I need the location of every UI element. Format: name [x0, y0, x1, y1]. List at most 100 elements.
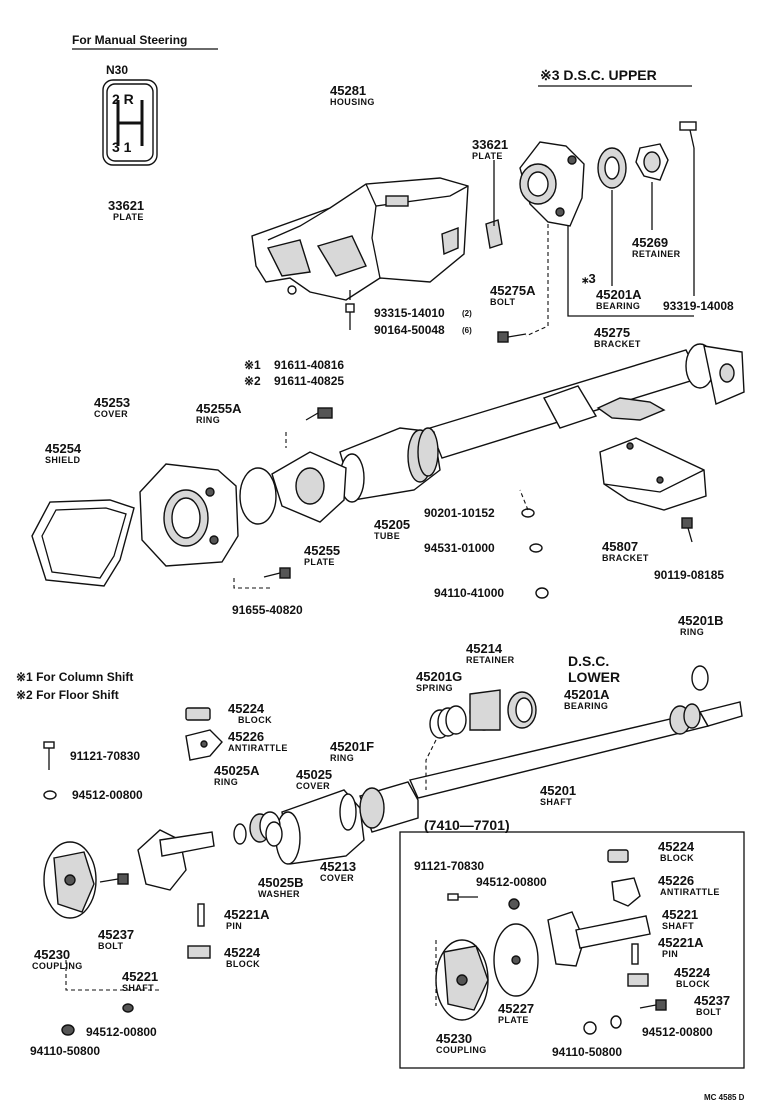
part-number: 94512-00800	[642, 1025, 713, 1039]
part-name: BLOCK	[238, 715, 272, 725]
shift-plate-row2: 3 1	[112, 139, 132, 155]
part-name: SHAFT	[662, 921, 694, 931]
leader-line	[65, 960, 160, 991]
part-number: 45275	[594, 325, 631, 340]
ring-45201b	[691, 665, 709, 691]
part-number: 94512-00800	[72, 788, 143, 802]
spring-45201g	[429, 705, 467, 739]
housing-45281	[251, 177, 469, 301]
part-number: 45253	[94, 395, 131, 410]
part-number: 33621	[108, 198, 145, 213]
part-number: 45224	[228, 701, 265, 716]
inset-pin	[631, 943, 639, 965]
inset-block	[607, 849, 629, 863]
part-number: 45214	[466, 641, 503, 656]
screw-91121	[43, 741, 55, 770]
part-number: 90119-08185	[654, 568, 725, 582]
part-number: 45224	[658, 839, 695, 854]
bolt-45237	[99, 873, 129, 885]
part-number: 94110-50800	[30, 1044, 101, 1058]
part-number: 93319-14008	[663, 299, 734, 313]
screw-91655	[263, 567, 291, 579]
inset-shaft	[547, 911, 651, 967]
leader-line	[567, 226, 694, 317]
heading-dsc-upper: ※3 D.S.C. UPPER	[540, 67, 657, 83]
part-number: 90164-50048	[374, 323, 445, 337]
part-name: PLATE	[498, 1015, 529, 1025]
part-mark: ※1	[244, 358, 261, 372]
part-number: 45281	[330, 83, 367, 98]
part-number: 91611-40825	[274, 374, 345, 388]
part-name: BEARING	[596, 301, 641, 311]
part-name: PLATE	[304, 557, 335, 567]
inset-bolt	[639, 999, 667, 1011]
block-45224-b	[187, 945, 211, 959]
part-number: 45807	[602, 539, 639, 554]
retainer-45214	[469, 689, 501, 731]
bolt-90119	[681, 517, 693, 543]
leader-line	[525, 224, 549, 337]
part-name: COVER	[320, 873, 355, 883]
retainer-45269	[635, 143, 669, 181]
cover-45253	[139, 463, 239, 567]
heading-dsc-lower-2: LOWER	[568, 669, 621, 685]
part-name: RING	[680, 627, 705, 637]
part-number: 45221A	[224, 907, 270, 922]
part-number: 45201	[540, 783, 577, 798]
part-name: RETAINER	[466, 655, 515, 665]
part-name: BLOCK	[676, 979, 710, 989]
pin-45221a	[197, 903, 205, 927]
bolt-45275a	[497, 331, 527, 343]
part-name: TUBE	[374, 531, 401, 541]
part-name: SHAFT	[122, 983, 154, 993]
part-number: 45254	[45, 441, 82, 456]
heading-dsc-lower: D.S.C.	[568, 653, 610, 669]
part-name: BRACKET	[594, 339, 641, 349]
bearing-45201a-upper	[597, 147, 627, 189]
leader-line	[425, 739, 437, 790]
part-name: BEARING	[564, 701, 609, 711]
column-tube-45205	[339, 343, 745, 503]
part-number: 94512-00800	[476, 875, 547, 889]
part-name: BOLT	[696, 1007, 722, 1017]
part-number: 93315-14010	[374, 306, 445, 320]
part-name: COUPLING	[32, 961, 83, 971]
washer-94531	[529, 543, 543, 553]
part-name: BOLT	[98, 941, 124, 951]
part-qty: (6)	[462, 326, 472, 335]
part-number: 45255A	[196, 401, 242, 416]
shield-45254	[31, 499, 135, 587]
part-name: RING	[214, 777, 239, 787]
part-number: 45025A	[214, 763, 260, 778]
part-number: 45237	[694, 993, 731, 1008]
shift-pattern-plate	[102, 79, 158, 166]
part-number: 45226	[658, 873, 695, 888]
shift-plate-row1: 2 R	[112, 91, 134, 107]
inset-block-b	[627, 973, 649, 987]
part-qty: (2)	[462, 309, 472, 318]
inset-plate	[493, 923, 539, 997]
inset-washer-b	[610, 1015, 622, 1029]
part-number: 45201A	[596, 287, 642, 302]
washer-94512	[43, 790, 57, 800]
part-number: 45237	[98, 927, 135, 942]
inset-nut	[583, 1021, 597, 1035]
part-number: 45221	[122, 969, 159, 984]
part-name: PLATE	[113, 212, 144, 222]
part-number: 45221	[662, 907, 699, 922]
antirattle-45226	[185, 729, 223, 761]
part-name: BOLT	[490, 297, 516, 307]
part-number: 45025	[296, 767, 333, 782]
part-name: HOUSING	[330, 97, 375, 107]
part-number: 91655-40820	[232, 603, 303, 617]
washer-94512-b	[122, 1003, 134, 1013]
part-name: SPRING	[416, 683, 453, 693]
part-name: COVER	[296, 781, 331, 791]
part-mark: ⁎3	[582, 271, 596, 286]
inset-box	[399, 831, 745, 1069]
part-number: 45205	[374, 517, 411, 532]
part-number: 94512-00800	[86, 1025, 157, 1039]
inset-screw	[447, 893, 478, 901]
part-name: RETAINER	[632, 249, 681, 259]
part-name: BLOCK	[226, 959, 260, 969]
